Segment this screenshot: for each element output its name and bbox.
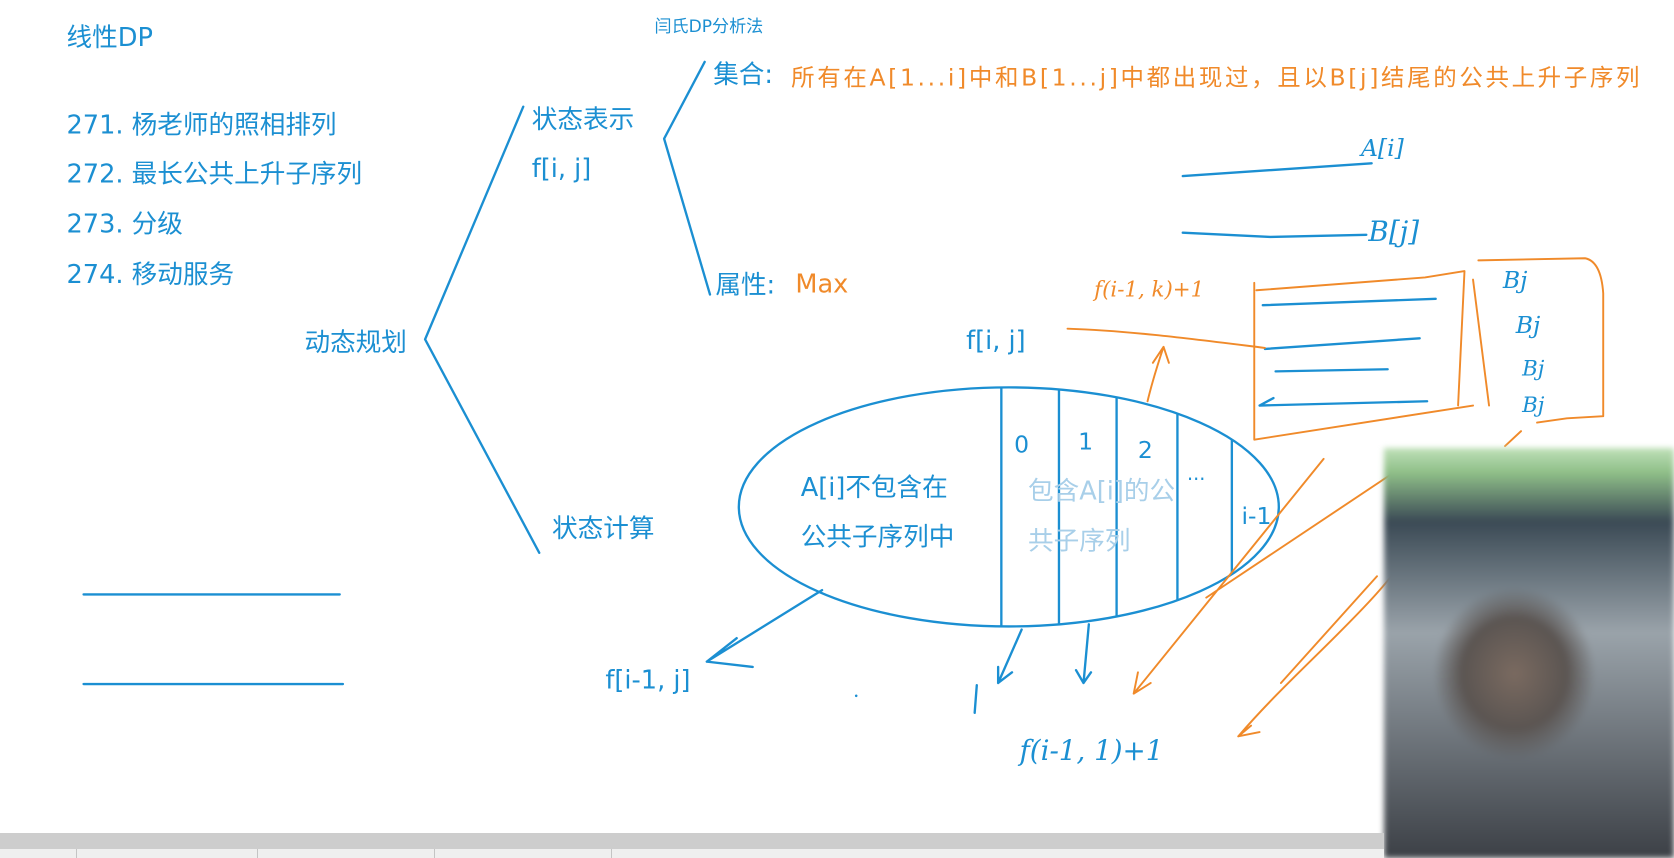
root-node: 动态规划 <box>304 328 406 358</box>
orange-bj-box <box>1472 257 1605 424</box>
set-text: 所有在A[1...i]中和B[1...j]中都出现过，且以B[j]结尾的公共上升… <box>791 63 1639 91</box>
sequence-a-line <box>1181 162 1373 178</box>
attr-label: 属性: <box>715 270 775 300</box>
sequence-b-line <box>1181 231 1368 239</box>
orange-line <box>1066 327 1266 349</box>
state-repr-label: 状态表示 <box>532 105 634 135</box>
part-label: i-1 <box>1241 502 1271 530</box>
part-label: 1 <box>1078 427 1093 455</box>
left-result: f[i-1, j] <box>605 665 690 695</box>
status-cell <box>0 849 77 858</box>
state-repr-bracket <box>662 60 712 296</box>
set-label: 集合: <box>713 60 773 90</box>
problem-item: 274. 移动服务 <box>67 260 235 290</box>
status-cell <box>258 849 435 858</box>
handwritten-arrows <box>973 623 1093 715</box>
problem-item: 273. 分级 <box>67 210 183 240</box>
handwritten-lines <box>1258 297 1437 407</box>
handwritten-bj: Bj <box>1521 393 1545 418</box>
orange-arrows <box>1132 430 1523 738</box>
left-part-line1: A[i]不包含在 <box>801 473 948 503</box>
state-repr-var: f[i, j] <box>532 154 592 184</box>
root-bracket <box>423 105 541 554</box>
handwritten-bj: Bj <box>1515 311 1541 339</box>
status-cell <box>77 849 258 858</box>
set-partition-ellipse <box>737 386 1280 628</box>
left-part-line2: 公共子序列中 <box>801 522 955 552</box>
orange-box <box>1253 270 1474 441</box>
page-title: 线性DP <box>67 23 153 53</box>
handwritten-bj: Bj <box>1521 357 1545 382</box>
arrow-icon <box>705 588 824 669</box>
method-label: 闫氏DP分析法 <box>655 17 764 37</box>
handwritten-formula: f(i-1, 1)+1 <box>1017 734 1163 767</box>
right-part-line1: 包含A[i]的公 <box>1028 476 1175 506</box>
attr-value: Max <box>795 269 848 299</box>
problem-item: 271. 杨老师的照相排列 <box>67 110 337 140</box>
status-bar <box>0 849 1384 858</box>
partition-dividers <box>1000 387 1234 627</box>
right-part-line2: 共子序列 <box>1028 527 1130 557</box>
ellipse-title: f[i, j] <box>966 326 1026 356</box>
state-calc-label: 状态计算 <box>552 514 654 544</box>
status-cell <box>435 849 612 858</box>
orange-arrow <box>1146 345 1170 403</box>
handwritten-a: A[i] <box>1359 134 1405 162</box>
part-label: ... <box>1187 462 1205 485</box>
part-label: 0 <box>1014 430 1029 458</box>
handwritten-orange-formula: f(i-1, k)+1 <box>1092 278 1204 303</box>
part-label: 2 <box>1138 436 1153 464</box>
webcam-overlay <box>1384 448 1674 858</box>
handwritten-bj: Bj <box>1502 266 1528 294</box>
handwritten-b: B[j] <box>1367 215 1419 248</box>
horizontal-scrollbar[interactable] <box>0 833 1384 849</box>
problem-item: 272. 最长公共上升子序列 <box>67 159 363 189</box>
